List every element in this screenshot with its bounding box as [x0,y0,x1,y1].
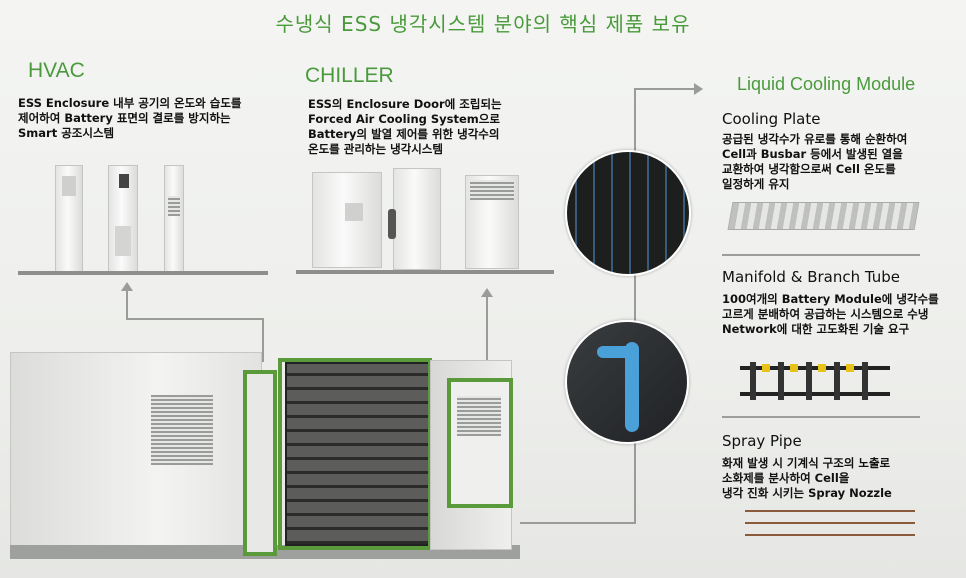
chiller-description: ESS의 Enclosure Door에 조립되는 Forced Air Coo… [308,97,568,157]
lcm-arrow-head [694,83,703,95]
chiller-title: CHILLER [305,64,394,87]
spray-pipe-title: Spray Pipe [722,432,802,450]
chiller-desc-line: Battery의 발열 제어를 위한 냉각수의 [308,127,500,141]
chiller-desc-line: ESS의 Enclosure Door에 조립되는 [308,97,502,111]
battery-rack-frame [278,358,432,550]
hvac-shelf [18,271,268,275]
hvac-title: HVAC [28,59,85,82]
cooling-plate-desc-line: Cell과 Busbar 등에서 발생된 열을 [722,147,903,161]
chiller-arrow [486,296,488,376]
section-divider [722,416,920,418]
chiller-unit-image [388,168,441,270]
manifold-description: 100여개의 Battery Module에 냉각수를 고르게 분배하여 공급하… [722,292,966,337]
cooling-plate-detail-image [565,150,691,276]
cooling-plate-desc-line: 공급된 냉각수가 유로를 통해 순환하여 [722,132,908,146]
manifold-desc-line: 고르게 분배하여 공급하는 시스템으로 수냉 [722,307,929,321]
lcm-arrow [634,88,636,524]
hvac-unit-image [108,165,138,273]
lcm-title: Liquid Cooling Module [737,74,916,94]
ess-container-image [10,352,262,559]
cooling-plate-desc-line: 일정하게 유지 [722,177,790,191]
hvac-door-frame [243,370,277,556]
chiller-arrow-head [481,288,493,297]
battery-rack-image [285,362,432,546]
hvac-desc-line: Smart 공조시스템 [18,126,115,140]
spray-pipe-desc-line: 화재 발생 시 기계식 구조의 노출로 [722,456,891,470]
manifold-image [740,358,890,408]
manifold-desc-line: 100여개의 Battery Module에 냉각수를 [722,292,939,306]
chiller-unit-image [465,175,519,269]
spray-pipe-desc-line: 냉각 진화 시키는 Spray Nozzle [722,486,892,500]
hvac-arrow-head [121,282,133,291]
chiller-door-frame [447,378,513,508]
cooling-plate-description: 공급된 냉각수가 유로를 통해 순환하여 Cell과 Busbar 등에서 발생… [722,132,962,192]
cooling-plate-desc-line: 교환하여 냉각함으로써 Cell 온도를 [722,162,896,176]
spray-pipe-image [745,508,915,542]
chiller-shelf [296,270,554,274]
hvac-description: ESS Enclosure 내부 공기의 온도와 습도를 제어하여 Batter… [18,96,288,141]
manifold-desc-line: Network에 대한 고도화된 기술 요구 [722,322,910,336]
chiller-unit-image [312,172,382,268]
cooling-plate-title: Cooling Plate [722,110,821,128]
hvac-unit-image [164,165,184,273]
page-title: 수냉식 ESS 냉각시스템 분야의 핵심 제품 보유 [275,12,691,36]
manifold-detail-image [565,320,689,444]
hvac-desc-line: 제어하여 Battery 표면의 결로를 방지하는 [18,111,231,125]
hvac-arrow [126,290,128,320]
spray-pipe-description: 화재 발생 시 기계식 구조의 노출로 소화제를 분사하여 Cell을 냉각 진… [722,456,962,501]
cooling-plate-image [727,202,920,230]
hvac-grille [151,395,213,465]
hvac-desc-line: ESS Enclosure 내부 공기의 온도와 습도를 [18,96,242,110]
chiller-desc-line: 온도를 관리하는 냉각시스템 [308,142,443,156]
section-divider [722,254,920,256]
chiller-desc-line: Forced Air Cooling System으로 [308,112,500,126]
manifold-title: Manifold & Branch Tube [722,268,901,286]
hvac-unit-image [55,165,83,273]
spray-pipe-desc-line: 소화제를 분사하여 Cell을 [722,471,850,485]
